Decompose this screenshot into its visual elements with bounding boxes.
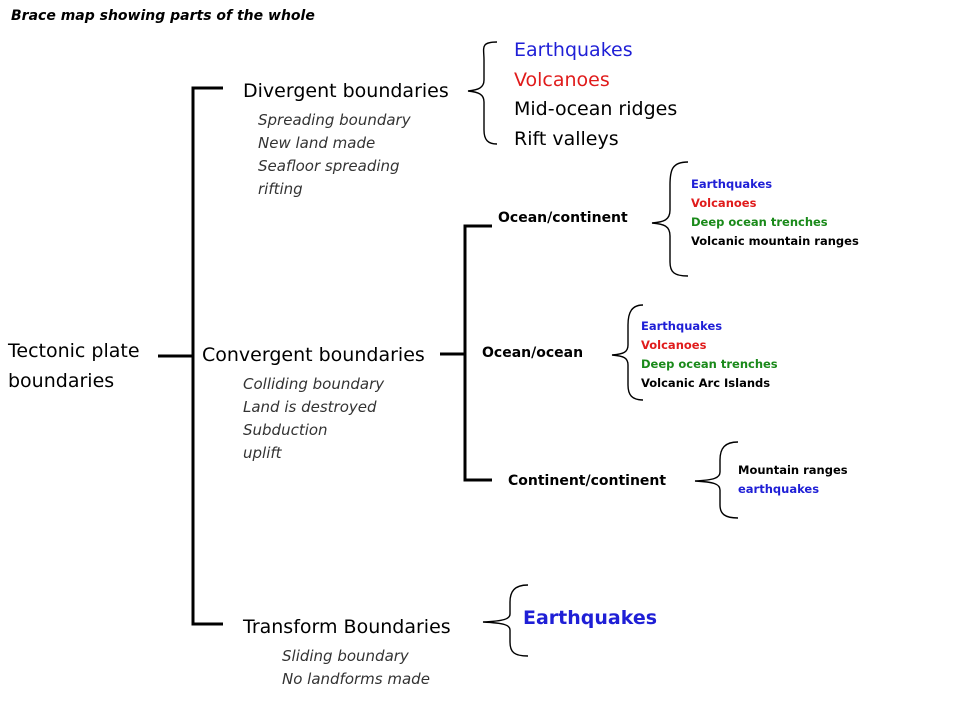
root-label-line-1: Tectonic plate bbox=[8, 340, 140, 362]
transform-notes: Sliding boundary No landforms made bbox=[282, 645, 430, 691]
result-item: Earthquakes bbox=[691, 177, 773, 191]
result-item: Earthquakes bbox=[641, 319, 723, 333]
diagram-title: Brace map showing parts of the whole bbox=[11, 8, 315, 24]
transform-label: Transform Boundaries bbox=[243, 616, 451, 638]
note-item: Sliding boundary bbox=[282, 647, 409, 665]
result-item: Mountain ranges bbox=[738, 463, 848, 477]
convergent-label: Convergent boundaries bbox=[202, 344, 425, 366]
note-item: Land is destroyed bbox=[243, 398, 377, 416]
result-item: Mid-ocean ridges bbox=[514, 98, 678, 120]
ocean-continent-label: Ocean/continent bbox=[498, 210, 628, 226]
ocean-ocean-results: Earthquakes Volcanoes Deep ocean trenche… bbox=[641, 317, 778, 393]
root-brace bbox=[158, 86, 223, 626]
divergent-notes: Spreading boundary New land made Seafloo… bbox=[258, 109, 411, 201]
note-item: Seafloor spreading bbox=[258, 157, 400, 175]
result-item: Volcanoes bbox=[514, 68, 610, 91]
ocean-continent-results-brace bbox=[651, 161, 689, 277]
result-item: Volcanoes bbox=[641, 338, 707, 352]
continent-continent-results: Mountain ranges earthquakes bbox=[738, 461, 848, 499]
result-item: Volcanic mountain ranges bbox=[691, 234, 859, 248]
transform-result: Earthquakes bbox=[523, 607, 658, 629]
note-item: uplift bbox=[243, 444, 282, 462]
note-item: No landforms made bbox=[282, 670, 430, 688]
continent-continent-results-brace bbox=[694, 441, 739, 519]
root-label-line-2: boundaries bbox=[8, 370, 115, 392]
result-item: Rift valleys bbox=[514, 127, 619, 150]
root-label: Tectonic plate boundaries bbox=[8, 336, 140, 396]
continent-continent-label: Continent/continent bbox=[508, 473, 667, 489]
result-item: Deep ocean trenches bbox=[691, 215, 828, 229]
note-item: New land made bbox=[258, 134, 376, 152]
note-item: Colliding boundary bbox=[243, 375, 385, 393]
result-item: Earthquakes bbox=[514, 39, 633, 61]
note-item: rifting bbox=[258, 180, 303, 198]
ocean-ocean-results-brace bbox=[611, 304, 644, 401]
transform-results-brace bbox=[482, 584, 529, 657]
convergent-brace bbox=[440, 224, 492, 482]
divergent-results-brace bbox=[467, 41, 498, 145]
result-item: earthquakes bbox=[738, 482, 820, 496]
convergent-notes: Colliding boundary Land is destroyed Sub… bbox=[243, 373, 384, 465]
divergent-label: Divergent boundaries bbox=[243, 80, 449, 102]
result-item: Volcanic Arc Islands bbox=[641, 376, 771, 390]
note-item: Spreading boundary bbox=[258, 111, 411, 129]
divergent-results: Earthquakes Volcanoes Mid-ocean ridges R… bbox=[514, 36, 677, 154]
result-item: Volcanoes bbox=[691, 196, 757, 210]
result-item: Deep ocean trenches bbox=[641, 357, 778, 371]
note-item: Subduction bbox=[243, 421, 328, 439]
ocean-ocean-label: Ocean/ocean bbox=[482, 345, 584, 361]
ocean-continent-results: Earthquakes Volcanoes Deep ocean trenche… bbox=[691, 175, 859, 251]
